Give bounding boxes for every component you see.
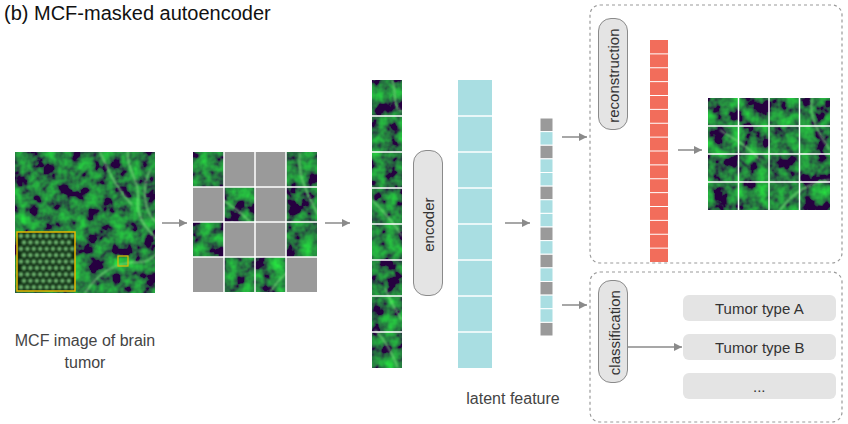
class-box: Tumor type A <box>683 295 836 321</box>
reconstructed-image <box>708 98 830 210</box>
node-label: reconstruction <box>605 28 622 122</box>
flow-arrow <box>628 346 682 348</box>
decoder-column <box>650 40 668 262</box>
class-box: ... <box>683 373 836 399</box>
caption-label: MCF image of brain tumor <box>10 330 160 373</box>
latent-column <box>458 80 492 368</box>
node-label: Tumor type A <box>715 300 804 317</box>
patch-sequence <box>372 80 402 368</box>
figure-title: (b) MCF-masked autoencoder <box>4 2 271 25</box>
dashed-region <box>590 272 842 422</box>
node-label: classification <box>605 290 622 375</box>
node-label: ... <box>753 378 766 395</box>
classifier-block: classification <box>598 280 628 383</box>
encoder-block: encoder <box>413 150 443 296</box>
node-label: Tumor type B <box>715 339 804 356</box>
node-label: encoder <box>420 197 437 251</box>
caption-label: latent feature <box>455 388 571 410</box>
decoder-block: reconstruction <box>598 18 628 130</box>
masked-latent-column <box>540 118 553 336</box>
mcf-image <box>15 150 160 293</box>
class-box: Tumor type B <box>683 334 836 360</box>
masked-patch-grid <box>193 152 318 292</box>
dashed-region <box>590 5 842 263</box>
flow-arrows <box>162 137 702 305</box>
